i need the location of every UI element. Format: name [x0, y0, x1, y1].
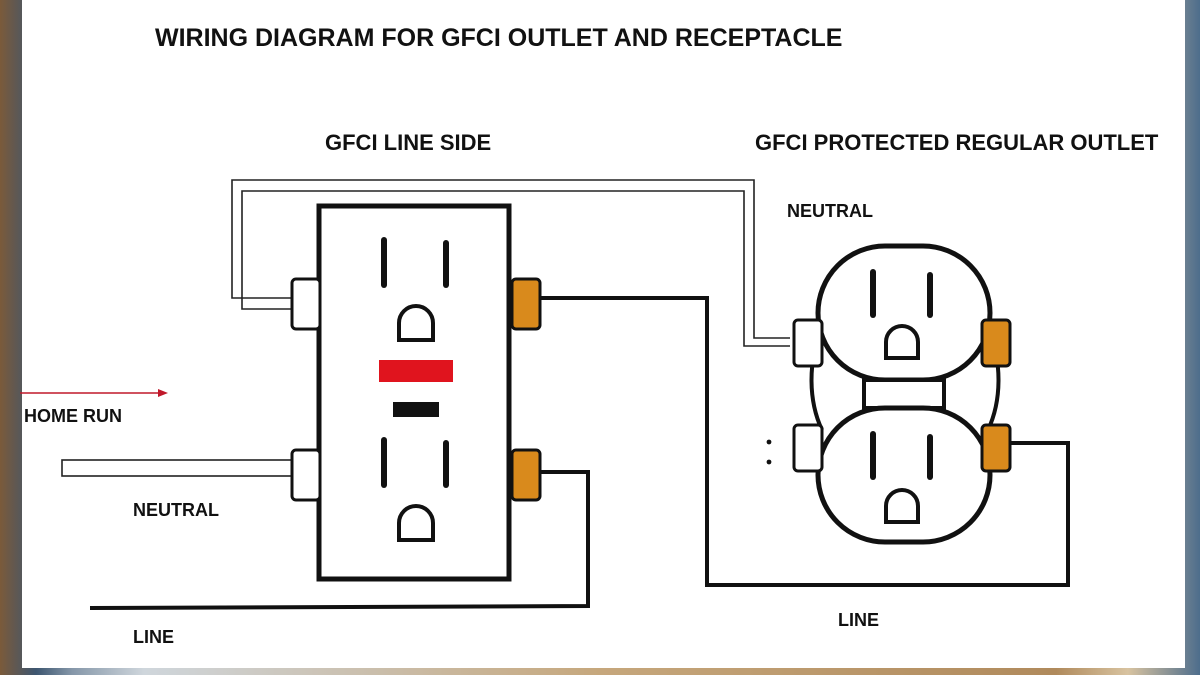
test-button[interactable] [379, 360, 453, 382]
diagram-title: WIRING DIAGRAM FOR GFCI OUTLET AND RECEP… [155, 24, 842, 52]
right-arrow-icon [20, 389, 168, 397]
neutral-right-label: NEUTRAL [787, 201, 873, 221]
outlet-neutral-terminal-top [792, 318, 824, 368]
gfci-hot-terminal-top [510, 277, 542, 331]
gfci-neutral-terminal-bottom [290, 448, 322, 502]
load-line-wire [540, 296, 1070, 587]
line-left-label: LINE [133, 627, 174, 647]
incoming-neutral-wire [61, 459, 295, 477]
gfci-neutral-terminal-top [290, 277, 322, 331]
neutral-left-label: NEUTRAL [133, 500, 219, 520]
gfci-hot-terminal-bottom [510, 448, 542, 502]
outlet-hot-terminal-top [980, 318, 1012, 368]
reset-button[interactable] [393, 402, 439, 417]
incoming-line-wire [89, 470, 590, 610]
gfci-upper-outlet-face [381, 237, 449, 342]
gfci-lower-outlet-face [381, 437, 449, 542]
outlet-neutral-terminal-bottom [792, 423, 824, 473]
home-run-label: HOME RUN [24, 406, 122, 426]
line-right-label: LINE [838, 610, 879, 630]
gfci-line-side-label: GFCI LINE SIDE [325, 130, 491, 155]
protected-outlet-label: GFCI PROTECTED REGULAR OUTLET [755, 130, 1159, 155]
neutral-jumper-wire [231, 179, 790, 347]
regular-duplex-outlet [766, 243, 1001, 545]
outlet-hot-terminal-bottom [980, 423, 1012, 473]
